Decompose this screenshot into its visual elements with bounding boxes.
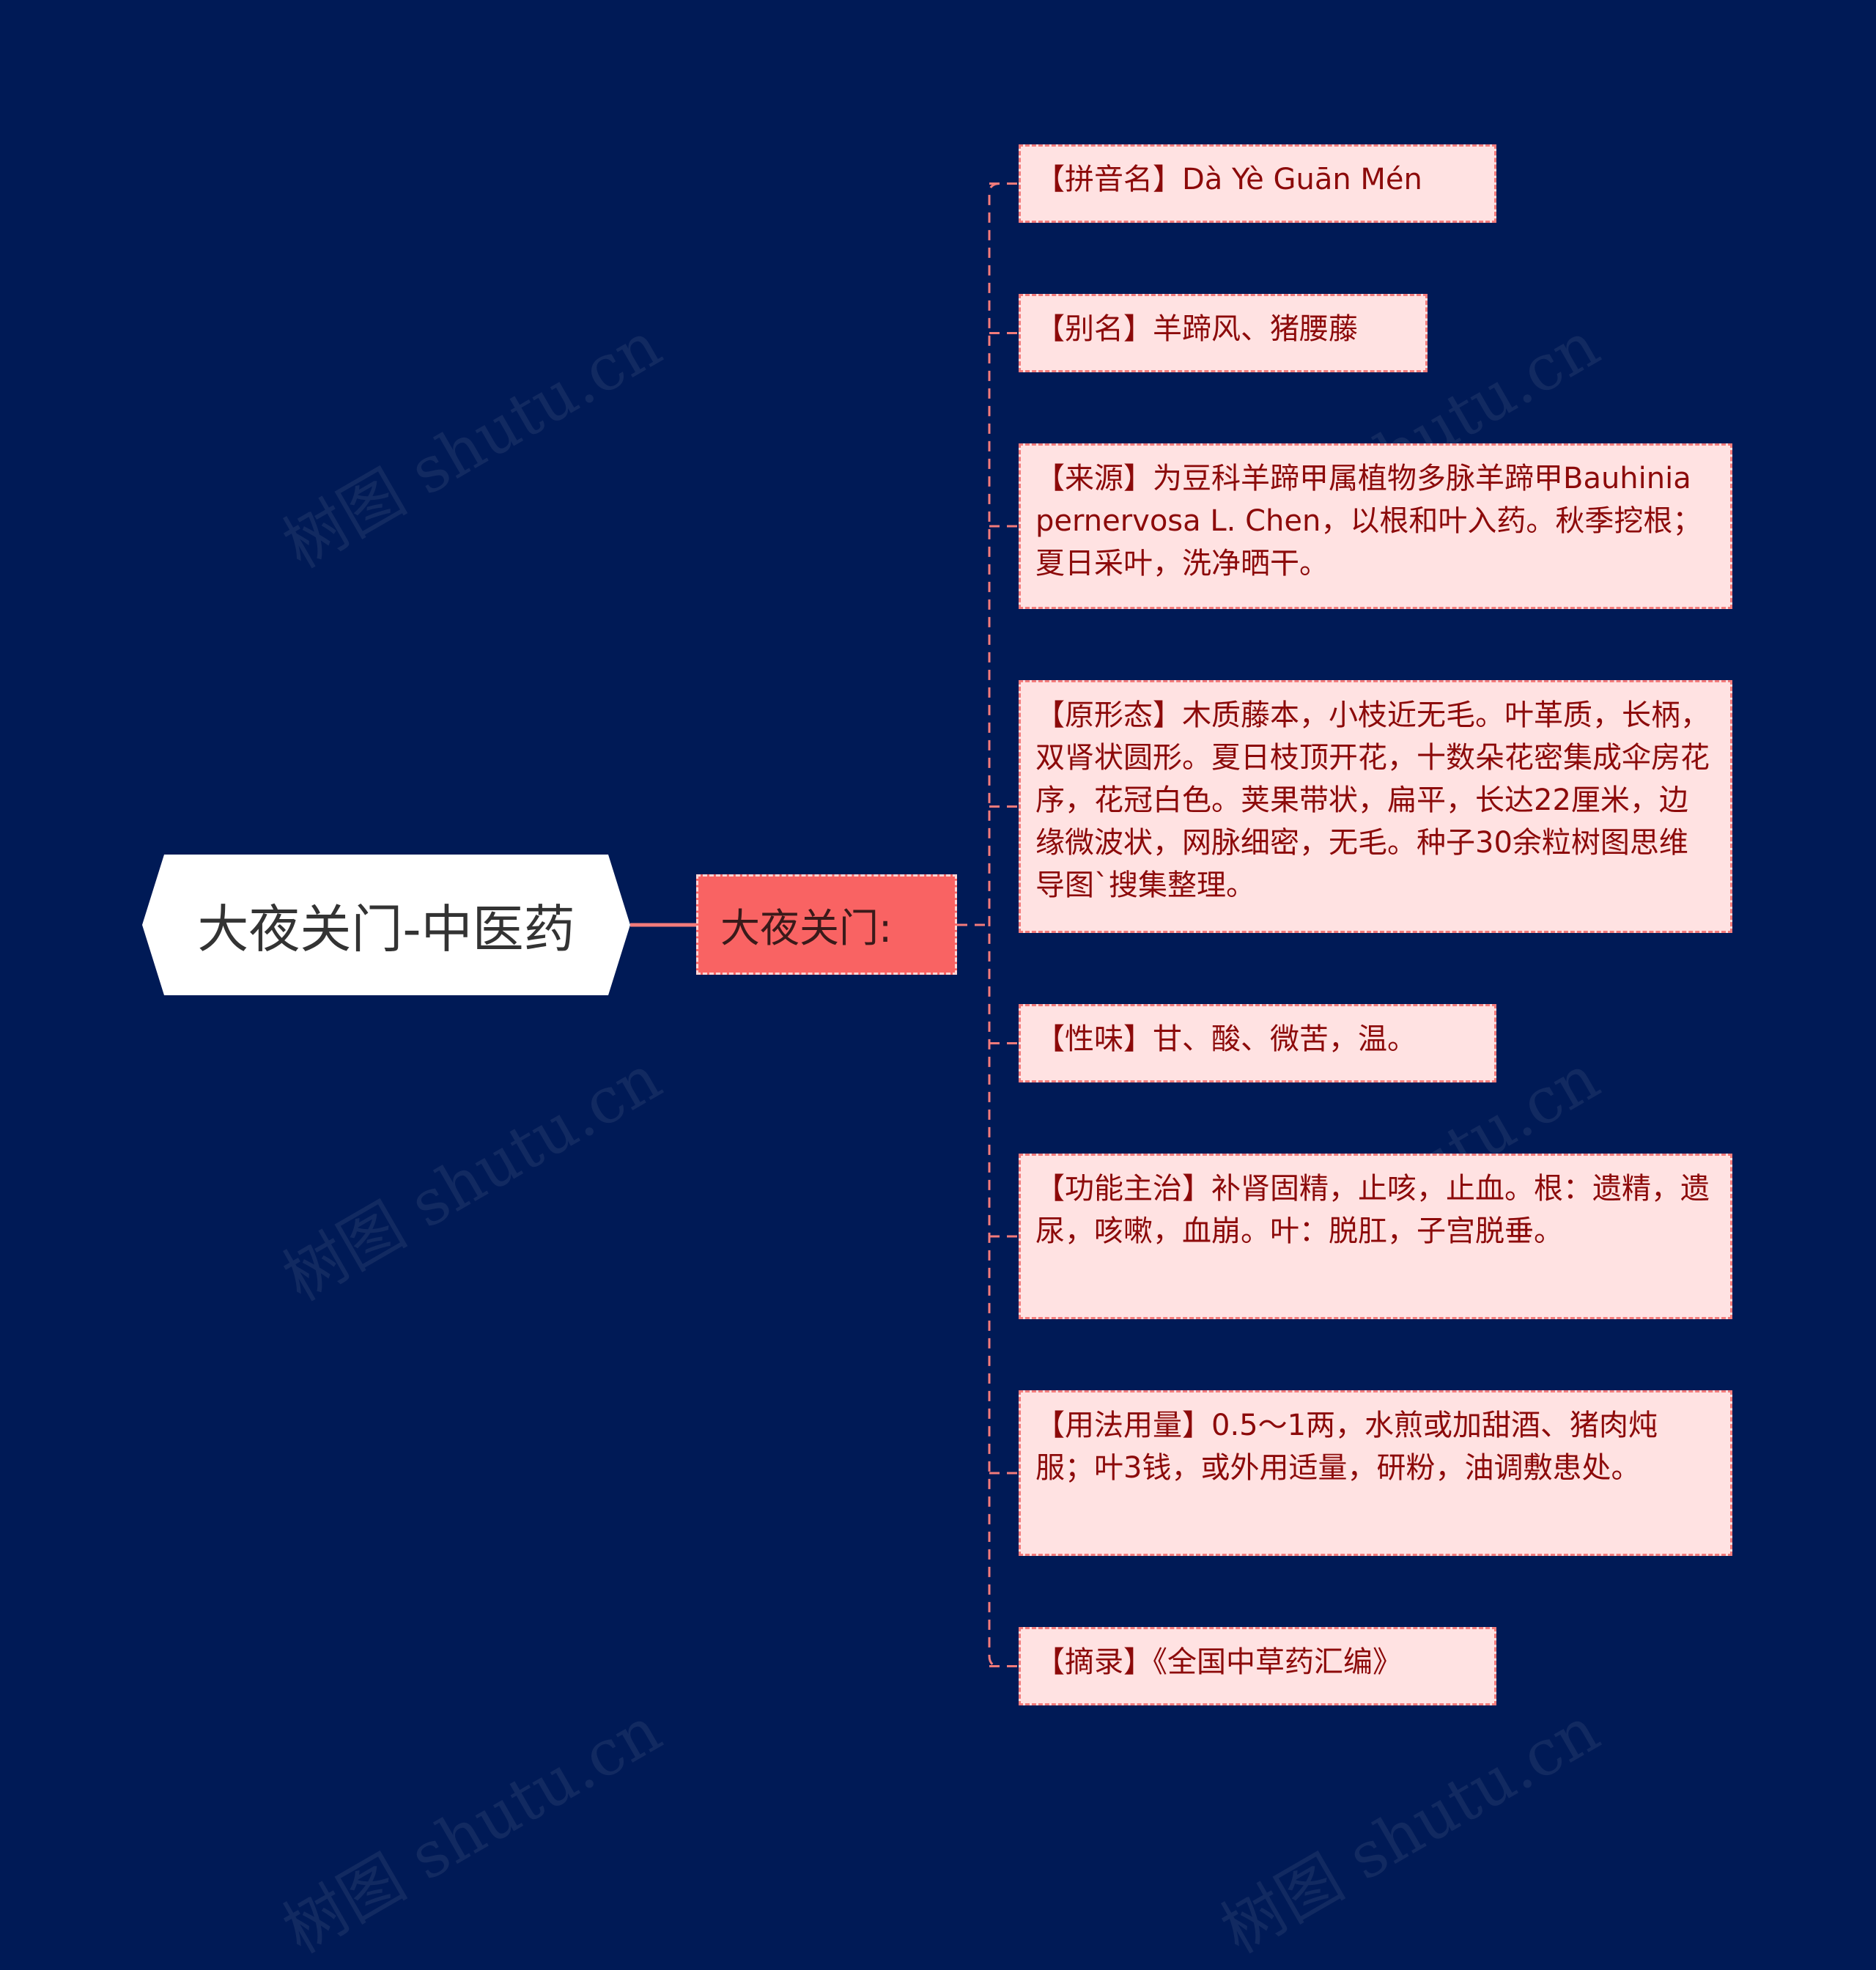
leaf-text: 【别名】羊蹄风、猪腰藤 [1035, 312, 1358, 346]
leaf-node-excerpt[interactable]: 【摘录】《全国中草药汇编》 [1019, 1627, 1496, 1705]
leaf-text: 【来源】为豆科羊蹄甲属植物多脉羊蹄甲Bauhinia pernervosa L.… [1035, 462, 1702, 580]
root-topic-label: 大夜关门-中医药 [197, 899, 575, 959]
leaf-node-usage[interactable]: 【用法用量】0.5～1两，水煎或加甜酒、猪肉炖服；叶3钱，或外用适量，研粉，油调… [1019, 1390, 1732, 1556]
leaf-text: 【摘录】《全国中草药汇编》 [1035, 1645, 1402, 1679]
leaf-text: 【用法用量】0.5～1两，水煎或加甜酒、猪肉炖服；叶3钱，或外用适量，研粉，油调… [1035, 1409, 1658, 1485]
leaf-text: 【原形态】木质藤本，小枝近无毛。叶革质，长柄，双肾状圆形。夏日枝顶开花，十数朵花… [1035, 698, 1710, 902]
leaf-spine [988, 182, 1019, 1667]
leaf-text: 【拼音名】Dà Yè Guān Mén [1035, 163, 1422, 196]
leaf-node-pinyin[interactable]: 【拼音名】Dà Yè Guān Mén [1019, 144, 1496, 223]
leaf-node-source[interactable]: 【来源】为豆科羊蹄甲属植物多脉羊蹄甲Bauhinia pernervosa L.… [1019, 443, 1732, 609]
leaf-node-taste[interactable]: 【性味】甘、酸、微苦，温。 [1019, 1004, 1496, 1082]
branch-topic-label: 大夜关门: [720, 905, 893, 951]
root-topic-node[interactable]: 大夜关门-中医药 [142, 855, 630, 995]
spine-line [988, 182, 1000, 1667]
leaf-text: 【性味】甘、酸、微苦，温。 [1035, 1022, 1417, 1056]
connector-lines [630, 182, 1019, 1667]
leaf-text: 【功能主治】补肾固精，止咳，止血。根：遗精，遗尿，咳嗽，血崩。叶：脱肛，子宫脱垂… [1035, 1172, 1710, 1248]
leaf-node-function[interactable]: 【功能主治】补肾固精，止咳，止血。根：遗精，遗尿，咳嗽，血崩。叶：脱肛，子宫脱垂… [1019, 1154, 1732, 1319]
leaf-node-alias[interactable]: 【别名】羊蹄风、猪腰藤 [1019, 294, 1428, 372]
branch-topic-node[interactable]: 大夜关门: [696, 874, 957, 975]
leaf-node-morphology[interactable]: 【原形态】木质藤本，小枝近无毛。叶革质，长柄，双肾状圆形。夏日枝顶开花，十数朵花… [1019, 680, 1732, 933]
